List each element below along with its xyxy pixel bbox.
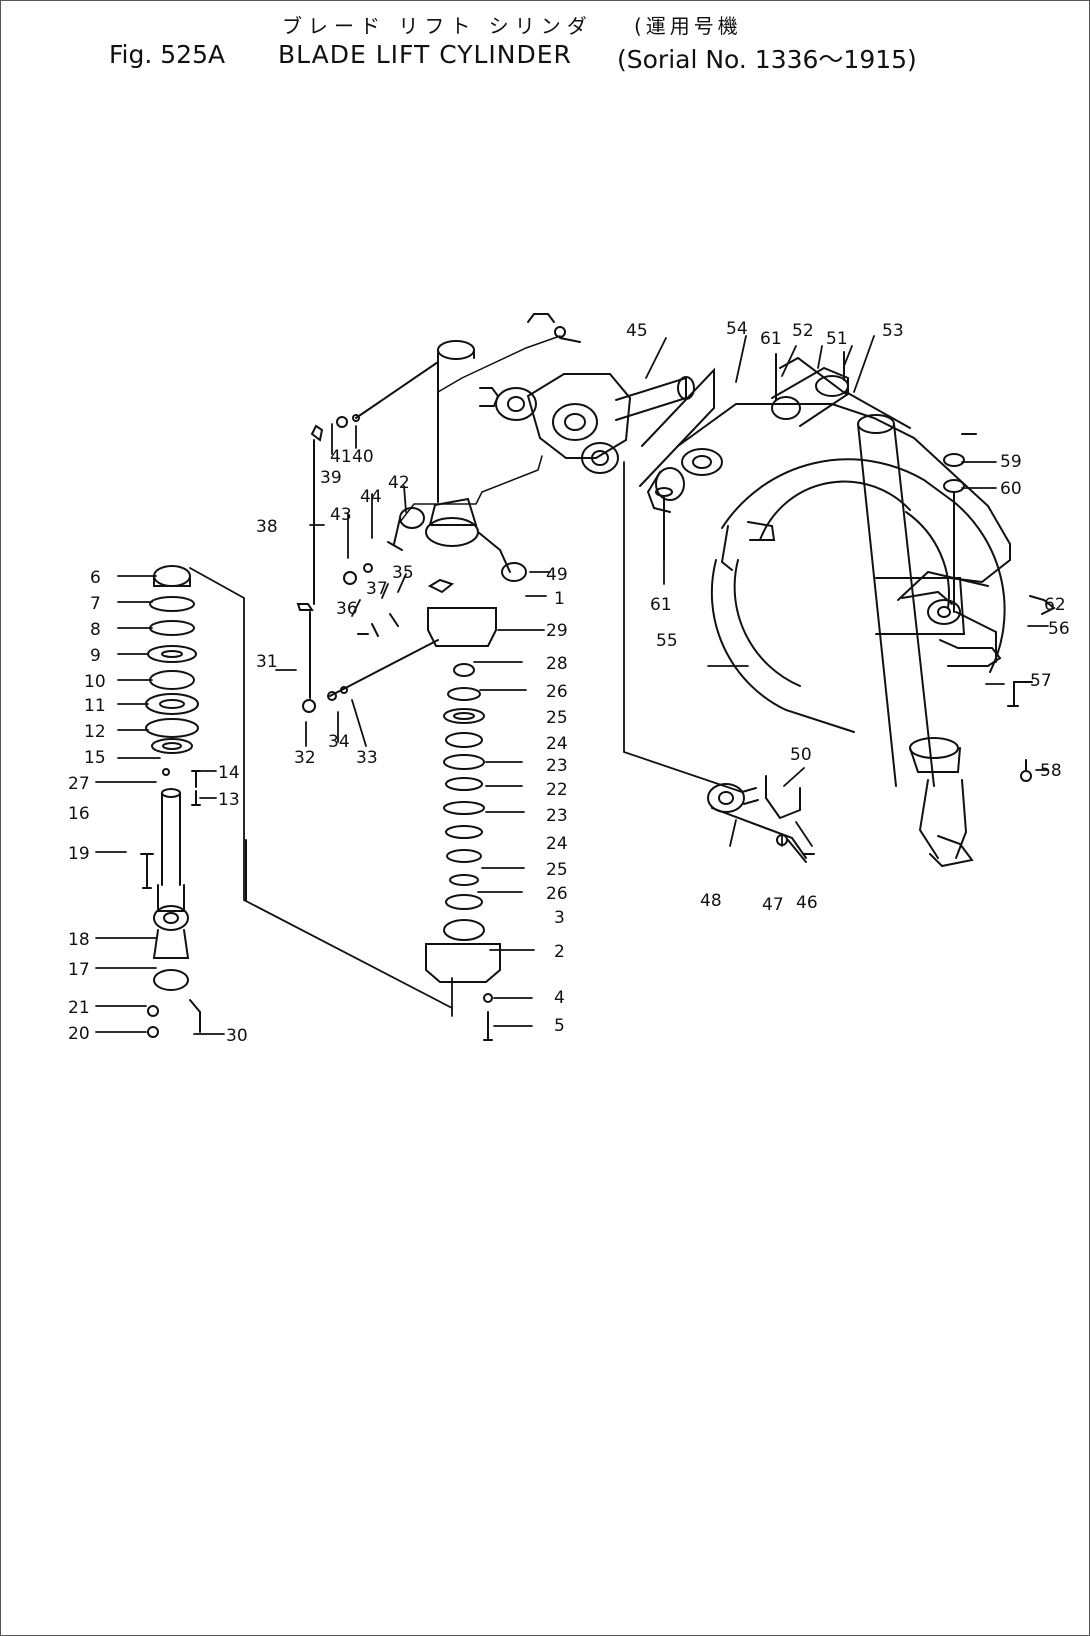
callout-6: 6 xyxy=(90,568,101,588)
callout-48: 48 xyxy=(700,891,722,911)
callout-37: 37 xyxy=(366,579,388,599)
callout-14: 14 xyxy=(218,763,240,783)
callout-51: 51 xyxy=(826,329,848,349)
callout-35: 35 xyxy=(392,563,414,583)
callout-15: 15 xyxy=(84,748,106,768)
rod-assembly-group xyxy=(140,565,201,1038)
callout-62: 62 xyxy=(1044,595,1066,615)
title-english: BLADE LIFT CYLINDER xyxy=(278,40,572,69)
callout-9: 9 xyxy=(90,646,101,666)
callout-17: 17 xyxy=(68,960,90,980)
callout-26: 26 xyxy=(546,682,568,702)
callout-29: 29 xyxy=(546,621,568,641)
callout-61-top: 61 xyxy=(760,329,782,349)
serial-range: (Sorial No. 1336～1915) xyxy=(617,45,917,74)
callout-3: 3 xyxy=(554,908,565,928)
callout-8: 8 xyxy=(90,620,101,640)
callout-49: 49 xyxy=(546,565,568,585)
callout-12: 12 xyxy=(84,722,106,742)
leader-lines xyxy=(95,335,1049,1035)
callout-44: 44 xyxy=(360,487,382,507)
callout-33: 33 xyxy=(356,748,378,768)
cylinder-body-group xyxy=(189,340,527,1041)
callout-19: 19 xyxy=(68,844,90,864)
callout-16: 16 xyxy=(68,804,90,824)
callout-24b: 24 xyxy=(546,834,568,854)
frame-assembly-group xyxy=(646,351,1056,868)
callout-7: 7 xyxy=(90,594,101,614)
callout-labels: 6 7 8 9 10 11 12 15 27 16 19 18 17 21 20… xyxy=(68,319,1070,1046)
callout-22: 22 xyxy=(546,780,568,800)
callout-55: 55 xyxy=(656,631,678,651)
callout-52: 52 xyxy=(792,321,814,341)
callout-28: 28 xyxy=(546,654,568,674)
callout-39: 39 xyxy=(320,468,342,488)
callout-53: 53 xyxy=(882,321,904,341)
callout-43: 43 xyxy=(330,505,352,525)
title-japanese: ブレード リフト シリンダ xyxy=(282,14,593,38)
callout-34: 34 xyxy=(328,732,350,752)
callout-47: 47 xyxy=(762,895,784,915)
callout-24: 24 xyxy=(546,734,568,754)
callout-18: 18 xyxy=(68,930,90,950)
callout-25b: 25 xyxy=(546,860,568,880)
callout-45: 45 xyxy=(626,321,648,341)
callout-11: 11 xyxy=(84,696,106,716)
callout-20: 20 xyxy=(68,1024,90,1044)
callout-46: 46 xyxy=(796,893,818,913)
callout-1: 1 xyxy=(554,589,565,609)
callout-50: 50 xyxy=(790,745,812,765)
callout-42: 42 xyxy=(388,473,410,493)
callout-36: 36 xyxy=(336,599,358,619)
figure-number: Fig. 525A xyxy=(109,40,226,69)
callout-4: 4 xyxy=(554,988,565,1008)
callout-60: 60 xyxy=(1000,479,1022,499)
trunnion-bracket-group xyxy=(399,313,815,863)
callout-10: 10 xyxy=(84,672,106,692)
callout-5: 5 xyxy=(554,1016,565,1036)
callout-58: 58 xyxy=(1040,761,1062,781)
callout-30: 30 xyxy=(226,1026,248,1046)
callout-61: 61 xyxy=(650,595,672,615)
callout-57: 57 xyxy=(1030,671,1052,691)
callout-54: 54 xyxy=(726,319,748,339)
callout-59: 59 xyxy=(1000,452,1022,472)
callout-13: 13 xyxy=(218,790,240,810)
title-japanese-serial-label: (運用号機 xyxy=(634,14,742,38)
callout-25: 25 xyxy=(546,708,568,728)
callout-56: 56 xyxy=(1048,619,1070,639)
callout-31: 31 xyxy=(256,652,278,672)
callout-40: 40 xyxy=(352,447,374,467)
callout-27: 27 xyxy=(68,774,90,794)
hose-hardware-group xyxy=(296,361,455,713)
callout-2: 2 xyxy=(554,942,565,962)
callout-23: 23 xyxy=(546,756,568,776)
callout-21: 21 xyxy=(68,998,90,1018)
callout-32: 32 xyxy=(294,748,316,768)
callout-41: 41 xyxy=(330,447,352,467)
callout-23b: 23 xyxy=(546,806,568,826)
callout-26b: 26 xyxy=(546,884,568,904)
callout-38: 38 xyxy=(256,517,278,537)
